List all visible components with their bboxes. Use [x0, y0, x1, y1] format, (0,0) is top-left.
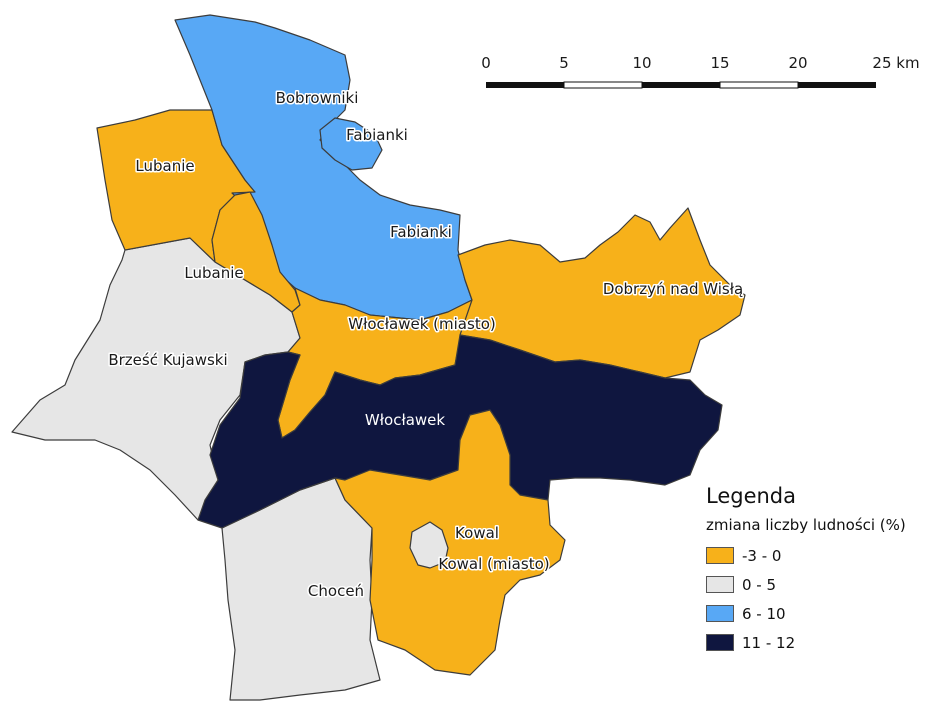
label-lubanie-north: Lubanie: [135, 157, 194, 175]
scale-bar: 0 5 10 15 20 25 km: [481, 54, 920, 89]
label-kowal: Kowal: [455, 524, 499, 542]
label-dobrzyn: Dobrzyń nad Wisłą: [603, 280, 743, 298]
region-kowal: [334, 409, 566, 676]
region-fabianki: [319, 117, 383, 171]
label-kowal-miasto: Kowal (miasto): [438, 555, 549, 573]
label-fabianki-north: Fabianki: [346, 126, 408, 144]
legend-item-label: -3 - 0: [742, 546, 782, 565]
label-wloclawek: Włocławek: [365, 411, 445, 429]
label-bobrowniki: Bobrowniki: [276, 89, 359, 107]
legend-item-label: 6 - 10: [742, 604, 786, 623]
legend-title: Legenda: [706, 484, 797, 508]
label-lubanie-south: Lubanie: [184, 264, 243, 282]
legend-swatch: [706, 634, 734, 651]
scale-bar-segment-1: [486, 82, 564, 88]
scale-tick-0: 0: [481, 54, 491, 72]
label-fabianki-south: Fabianki: [390, 223, 452, 241]
scale-tick-10: 10: [632, 54, 651, 72]
legend-item: -3 - 0: [706, 544, 934, 567]
scale-tick-25: 25 km: [872, 54, 919, 72]
label-chocen: Choceń: [308, 582, 364, 600]
legend-swatch: [706, 547, 734, 564]
region-lubanie-south: [211, 191, 301, 313]
label-brzesc-kujawski: Brześć Kujawski: [108, 351, 227, 369]
region-kowal-miasto: [409, 521, 449, 569]
legend-swatch: [706, 605, 734, 622]
legend-item: 6 - 10: [706, 602, 934, 625]
legend: Legenda zmiana liczby ludności (%) -3 - …: [706, 484, 934, 660]
scale-bar-segment-5: [798, 82, 876, 88]
scale-bar-segment-4: [719, 81, 799, 89]
scale-tick-15: 15: [710, 54, 729, 72]
legend-swatch: [706, 576, 734, 593]
legend-item-label: 0 - 5: [742, 575, 777, 594]
scale-tick-5: 5: [559, 54, 569, 72]
legend-subtitle: zmiana liczby ludności (%): [706, 516, 906, 534]
scale-tick-20: 20: [788, 54, 807, 72]
label-wloclawek-miasto: Włocławek (miasto): [348, 315, 495, 333]
legend-item: 0 - 5: [706, 573, 934, 596]
legend-item-label: 11 - 12: [742, 633, 796, 652]
legend-item: 11 - 12: [706, 631, 934, 654]
scale-bar-segment-2: [563, 81, 643, 89]
scale-bar-segment-3: [642, 82, 720, 88]
